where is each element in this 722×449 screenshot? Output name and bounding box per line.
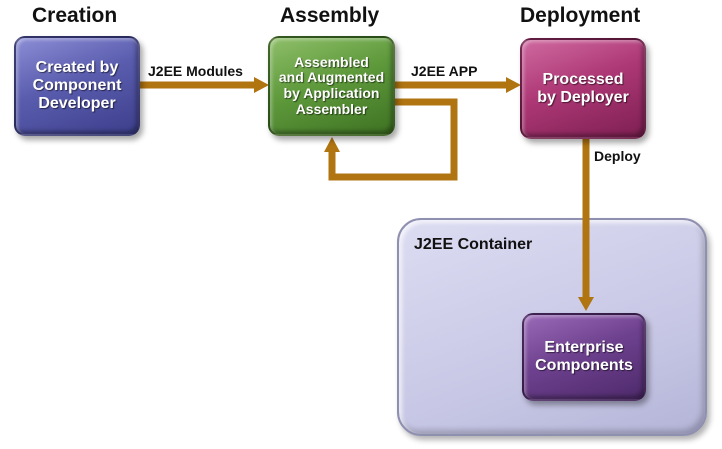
j2ee-container-label: J2EE Container <box>414 236 533 253</box>
deployment-node-line-1: Processed <box>542 70 624 88</box>
creation-node-line-1: Created by <box>35 59 119 77</box>
assembly-node-line-2: and Augmented <box>278 69 385 86</box>
creation-node: Created by Component Developer <box>14 36 140 136</box>
edge-label-j2ee-modules: J2EE Modules <box>148 63 243 79</box>
deployment-node: Processed by Deployer <box>520 38 646 139</box>
edge-label-deploy: Deploy <box>594 148 641 164</box>
arrow-app <box>395 77 521 93</box>
creation-node-line-3: Developer <box>38 94 116 112</box>
edge-label-j2ee-app: J2EE APP <box>411 63 478 79</box>
assembly-node: Assembled and Augmented by Application A… <box>268 36 395 136</box>
assembly-node-line-1: Assembled <box>294 53 369 70</box>
enterprise-node-line-2: Components <box>535 357 633 374</box>
arrow-modules <box>140 77 269 93</box>
enterprise-node-line-1: Enterprise <box>544 339 624 357</box>
stage-title-creation: Creation <box>32 4 118 27</box>
stage-title-assembly: Assembly <box>280 4 380 27</box>
creation-node-line-2: Component <box>32 77 122 95</box>
assembly-node-line-4: Assembler <box>295 100 368 117</box>
enterprise-components-node: Enterprise Components <box>522 313 646 401</box>
assembly-node-line-3: by Application <box>283 85 380 101</box>
deployment-node-line-2: by Deployer <box>537 88 629 106</box>
stage-title-deployment: Deployment <box>520 4 641 27</box>
